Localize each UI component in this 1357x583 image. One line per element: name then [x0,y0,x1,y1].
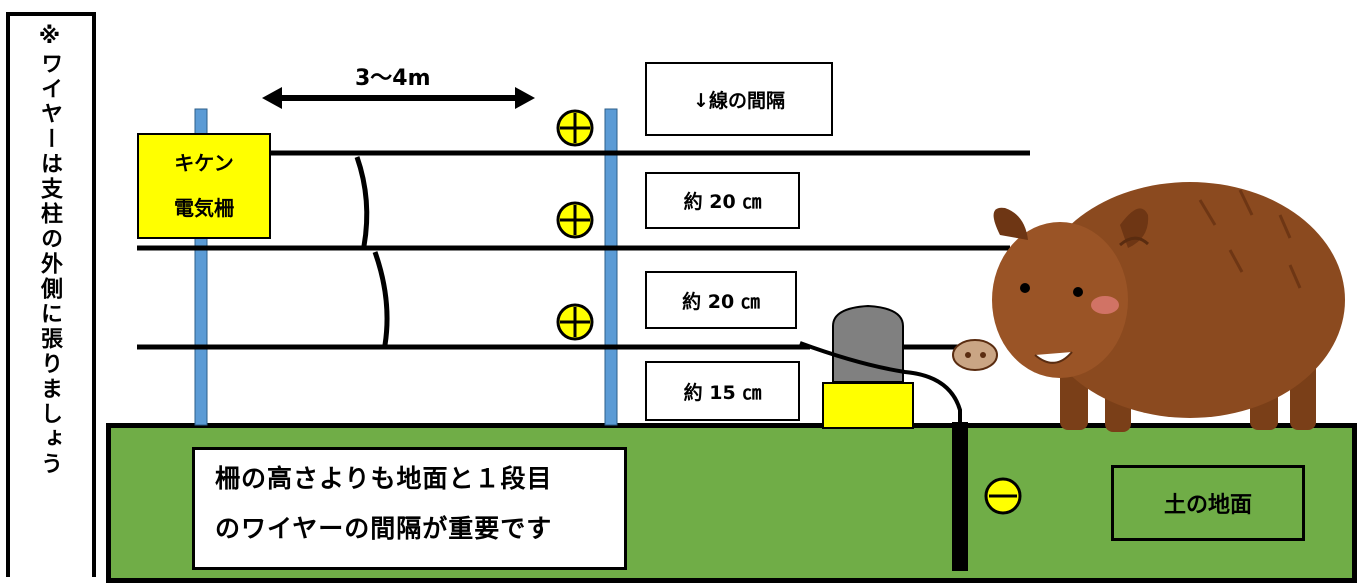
fence-diagram [137,87,1345,571]
spacing-curve-2 [372,251,390,346]
warning-sign: キケン 電気柵 [137,133,271,239]
fence-post-right [604,108,618,426]
main-note-line-2: のワイヤーの間隔が重要です [215,514,553,543]
spacing-label-text: 約 20 ㎝ [682,290,760,313]
spacing-header: ↓線の間隔 [645,62,833,136]
plus-terminal-icon [556,109,594,147]
spacing-label-text: 約 15 ㎝ [683,381,762,404]
spacing-label-text: 約 20 ㎝ [683,191,762,213]
main-note: 柵の高さよりも地面と１段目 のワイヤーの間隔が重要です [192,447,627,570]
spacing-curve-1 [354,156,370,247]
sign-line-2: 電気柵 [174,196,234,220]
wild-boar-icon [952,182,1345,432]
soil-label: 土の地面 [1111,465,1305,541]
energizer-icon [822,304,914,429]
energizer-cable [799,341,962,425]
minus-terminal-icon [984,477,1022,515]
distance-label: 3～4m [355,66,431,91]
ground-rod [952,422,968,571]
spacing-label-top: 約 20 ㎝ [645,172,800,229]
plus-terminal-icon [556,303,594,341]
plus-terminal-icon [556,201,594,239]
spacing-label-bottom: 約 15 ㎝ [645,361,800,421]
main-note-line-1: 柵の高さよりも地面と１段目 [215,464,553,493]
sign-line-1: キケン [174,151,234,175]
soil-label-text: 土の地面 [1163,493,1252,518]
side-note-box: ※ワイヤーは支柱の外側に張りましょう [6,12,96,577]
spacing-header-text: ↓線の間隔 [693,89,785,112]
side-note-text: ※ワイヤーは支柱の外側に張りましょう [37,24,62,477]
double-arrow-icon [262,87,535,109]
spacing-label-middle: 約 20 ㎝ [645,271,797,329]
